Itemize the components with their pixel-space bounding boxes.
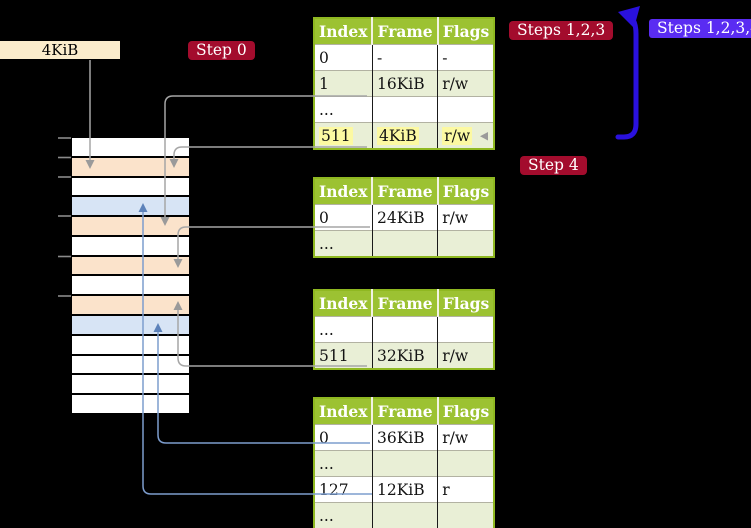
step4-badge: Step 4 xyxy=(520,156,587,175)
column-header: Frame xyxy=(372,18,439,45)
memory-row-white xyxy=(72,236,189,257)
table-row: ... xyxy=(314,450,495,477)
memory-row-orange xyxy=(72,217,189,237)
table-cell: r xyxy=(437,476,495,503)
table-cell xyxy=(437,316,495,343)
table-row: ... xyxy=(314,96,495,123)
table-cell: 127 xyxy=(314,476,373,503)
column-header: Frame xyxy=(372,290,439,317)
table-cell xyxy=(372,96,439,123)
memory-row-white xyxy=(72,276,189,297)
memory-row-orange xyxy=(72,256,189,277)
steps123-badge: Steps 1,2,3 xyxy=(509,21,614,40)
table-row: ... xyxy=(314,230,495,257)
table-row: 511 4KiB r/w xyxy=(314,122,495,149)
column-header: Frame xyxy=(372,398,439,425)
memory-row-white xyxy=(72,355,189,376)
step0-badge: Step 0 xyxy=(188,41,255,60)
table-cell: r/w xyxy=(437,342,495,369)
memory-tick-marks xyxy=(58,137,71,297)
memory-row-blue xyxy=(72,197,189,218)
recursive-loop-arrow xyxy=(615,6,640,140)
column-header: Flags xyxy=(437,290,495,317)
table-cell: ... xyxy=(314,450,373,477)
memory-row-blue xyxy=(72,316,189,336)
steps1234-badge: Steps 1,2,3,4 xyxy=(649,19,751,38)
column-header: Index xyxy=(314,18,374,45)
highlighted-value: r/w xyxy=(442,126,473,145)
table-cell: r/w xyxy=(437,204,495,231)
table-cell: 1 xyxy=(314,70,373,97)
table-cell xyxy=(437,450,495,477)
table-cell xyxy=(437,230,495,257)
table-cell: 32KiB xyxy=(372,342,439,369)
memory-row-orange xyxy=(72,296,189,317)
table-cell: ... xyxy=(314,96,373,123)
column-header: Flags xyxy=(437,398,495,425)
memory-row-white xyxy=(72,335,189,356)
table-cell: r/w xyxy=(437,122,495,149)
column-header: Index xyxy=(314,178,374,205)
column-header: Frame xyxy=(372,178,439,205)
table-row: ... xyxy=(314,502,495,528)
memory-row-white xyxy=(72,177,189,198)
table-cell xyxy=(437,96,495,123)
table-cell xyxy=(437,502,495,528)
physical-memory-column xyxy=(72,138,189,415)
highlighted-value: 511 xyxy=(319,126,353,145)
table-cell xyxy=(372,450,439,477)
frame-address-label: 4KiB xyxy=(0,41,120,59)
table-cell: 4KiB xyxy=(372,122,439,149)
table-cell xyxy=(372,502,439,528)
memory-row-white xyxy=(72,138,189,158)
table-cell xyxy=(372,230,439,257)
table-cell: 24KiB xyxy=(372,204,439,231)
column-header: Flags xyxy=(437,178,495,205)
highlighted-value: 4KiB xyxy=(376,126,419,145)
table-row: 0-- xyxy=(314,44,495,71)
table-row: ... xyxy=(314,316,495,343)
table-cell: 36KiB xyxy=(372,424,439,451)
table-cell: r/w xyxy=(437,424,495,451)
table-cell xyxy=(372,316,439,343)
memory-row-white xyxy=(72,395,189,415)
table-cell: ... xyxy=(314,316,373,343)
table-cell: r/w xyxy=(437,70,495,97)
memory-row-white xyxy=(72,375,189,396)
column-header: Index xyxy=(314,290,374,317)
table-cell: 16KiB xyxy=(372,70,439,97)
table-cell: 0 xyxy=(314,204,373,231)
table-cell: 0 xyxy=(314,424,373,451)
table-cell: - xyxy=(372,44,439,71)
table-cell: 511 xyxy=(314,122,373,149)
table-cell: - xyxy=(437,44,495,71)
column-header: Flags xyxy=(437,18,495,45)
table-cell: ... xyxy=(314,502,373,528)
table-cell: 511 xyxy=(314,342,373,369)
column-header: Index xyxy=(314,398,374,425)
memory-row-orange xyxy=(72,157,189,178)
table-cell: 0 xyxy=(314,44,373,71)
table-cell: 12KiB xyxy=(372,476,439,503)
table-cell: ... xyxy=(314,230,373,257)
